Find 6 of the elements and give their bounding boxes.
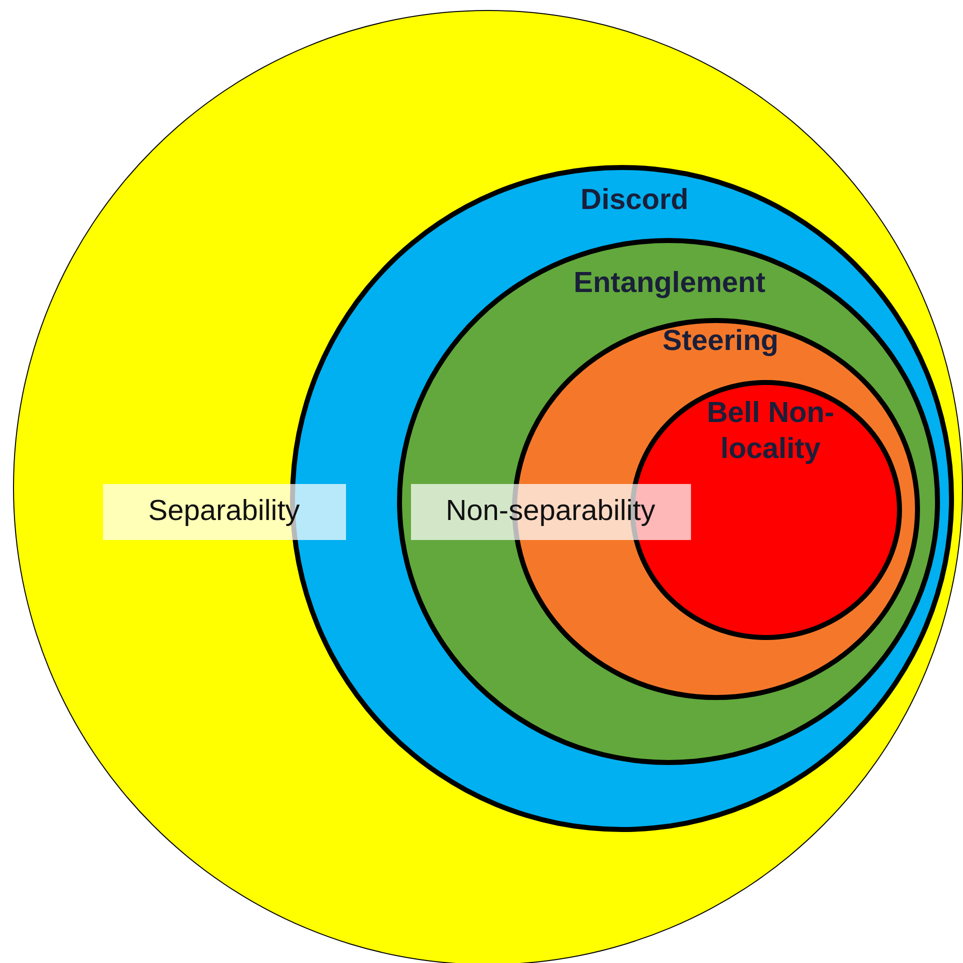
label-box: Non-separability xyxy=(410,484,690,540)
region-label: Entanglement xyxy=(572,266,766,300)
region-label: Steering xyxy=(661,324,780,358)
region-label: Bell Non-locality xyxy=(706,396,836,467)
label-box: Separability xyxy=(102,484,346,540)
region-label: Discord xyxy=(580,182,690,218)
